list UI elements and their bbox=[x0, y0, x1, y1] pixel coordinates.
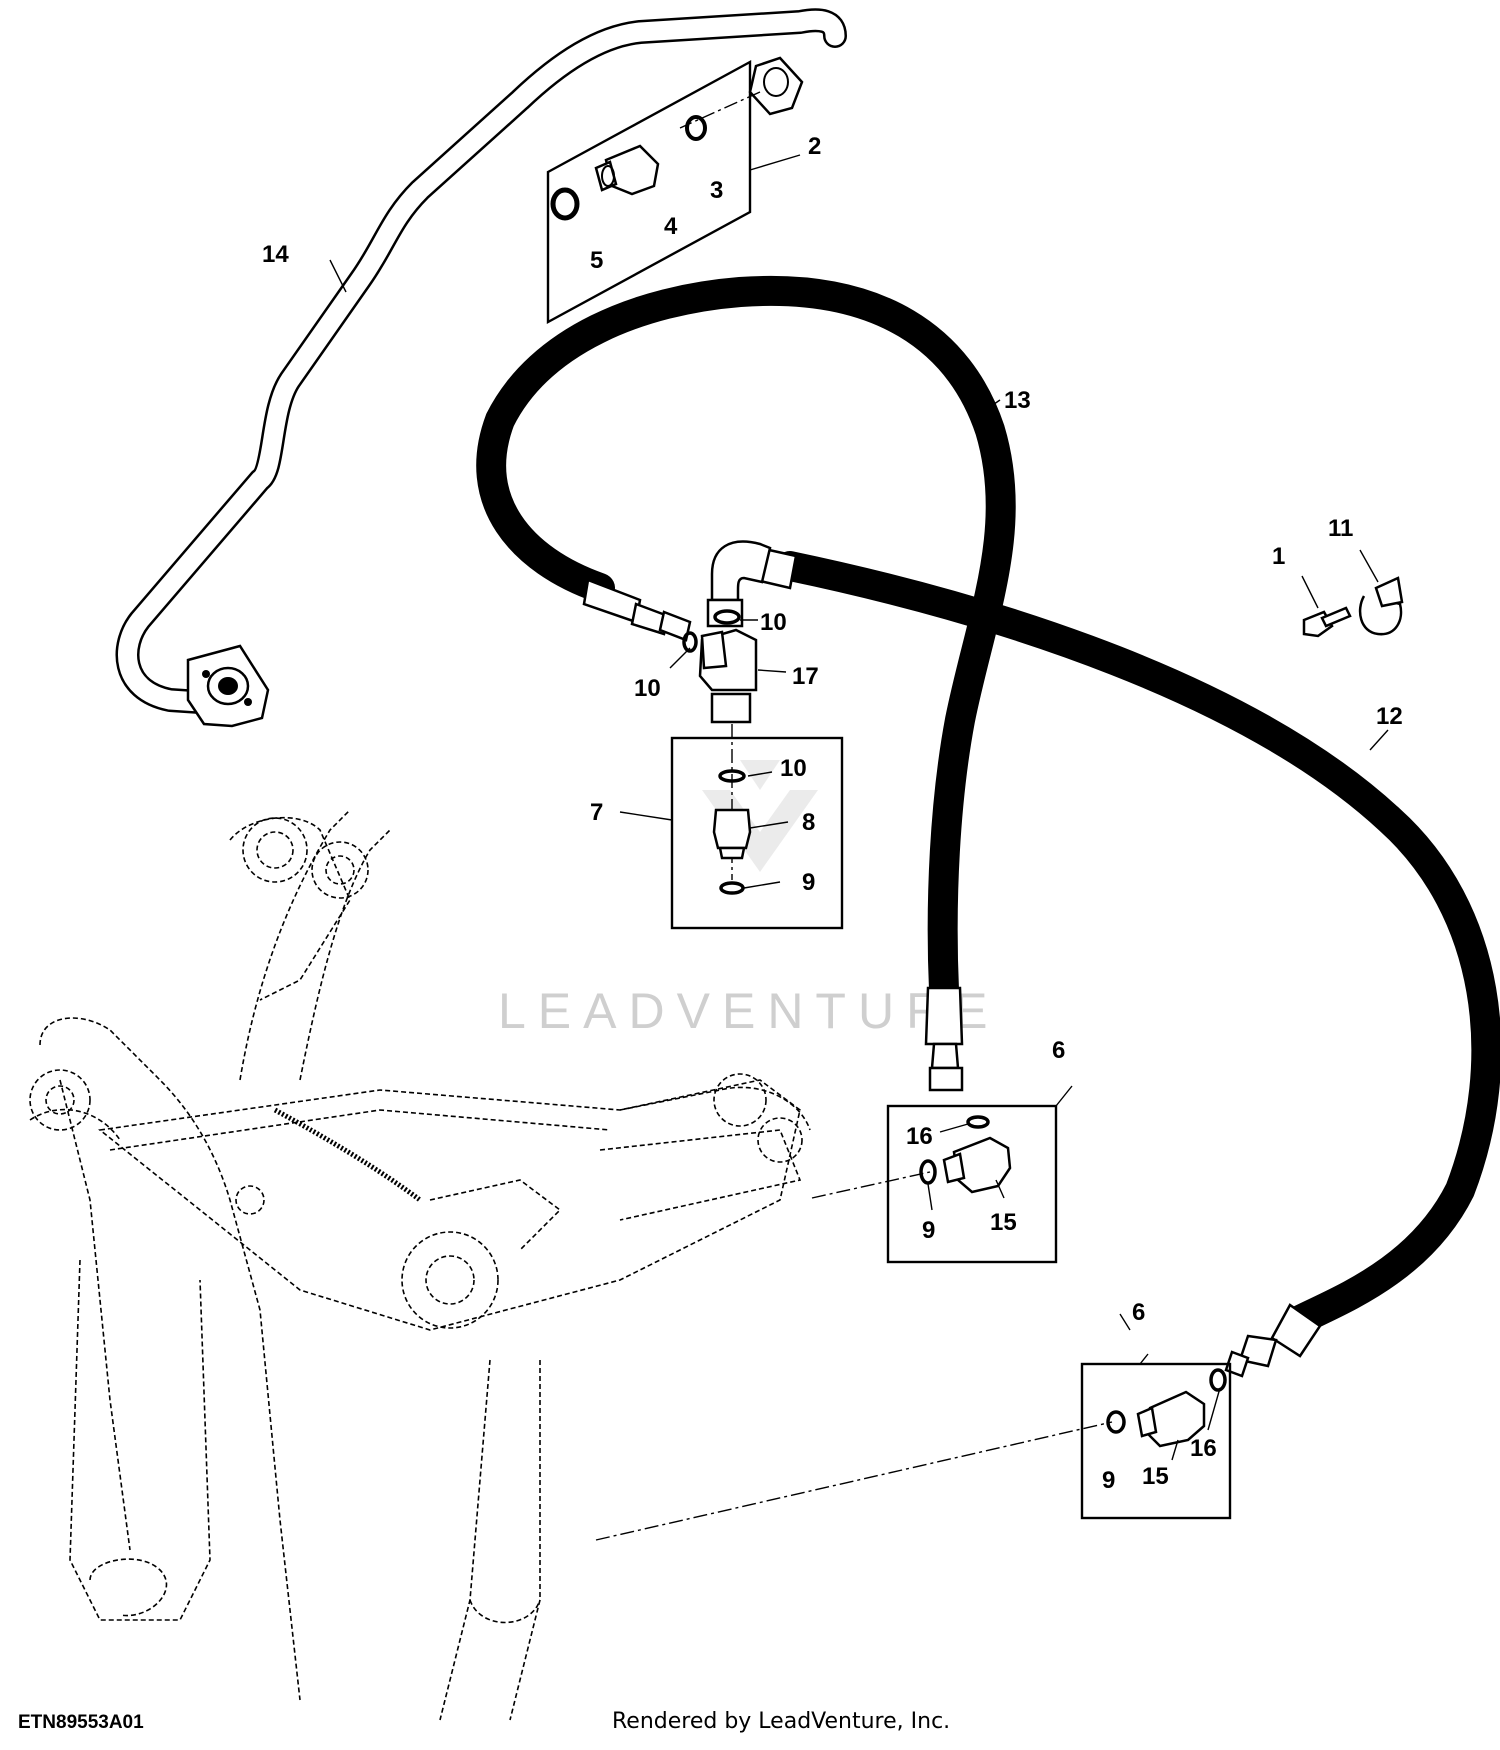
watermark-text: LEADVENTURE bbox=[498, 983, 1000, 1039]
o-ring-9-kit bbox=[719, 881, 745, 895]
clamp-11 bbox=[1358, 549, 1404, 636]
callout-14: 14 bbox=[262, 241, 289, 268]
o-ring-9-lower bbox=[1106, 1410, 1126, 1434]
callout-9-kit: 9 bbox=[802, 869, 815, 896]
callout-6-upper: 6 bbox=[1052, 1037, 1065, 1064]
callout-4: 4 bbox=[664, 213, 678, 240]
o-ring-10-left bbox=[682, 631, 698, 653]
callout-6-lower: 6 bbox=[1132, 1299, 1145, 1326]
callout-11: 11 bbox=[1328, 515, 1353, 542]
elbow-fitting bbox=[706, 540, 772, 628]
o-ring-10-kit bbox=[718, 769, 746, 783]
callout-15-upper: 15 bbox=[990, 1209, 1017, 1236]
callout-15-lower: 15 bbox=[1142, 1463, 1169, 1490]
kit-box-6-upper bbox=[811, 1085, 1073, 1264]
kit-box-7 bbox=[619, 724, 844, 930]
callout-8: 8 bbox=[802, 809, 815, 836]
callout-7: 7 bbox=[590, 799, 603, 826]
hose-13 bbox=[476, 275, 1016, 1092]
callout-10-upper: 10 bbox=[760, 609, 787, 636]
callout-16-lower: 16 bbox=[1190, 1435, 1217, 1462]
callout-16-upper: 16 bbox=[906, 1123, 933, 1150]
elbow-15-upper bbox=[952, 1136, 1012, 1194]
callout-10-kit: 10 bbox=[780, 755, 807, 782]
figure-code: ETN89553A01 bbox=[18, 1712, 144, 1733]
o-ring-16-lower bbox=[1209, 1368, 1227, 1392]
tee-fitting-17 bbox=[669, 619, 787, 724]
callout-12: 12 bbox=[1376, 703, 1403, 730]
kit-box-6-lower bbox=[595, 1353, 1232, 1541]
cap-screw-1 bbox=[1301, 575, 1352, 638]
callout-17: 17 bbox=[792, 663, 819, 690]
callout-1: 1 bbox=[1272, 543, 1285, 570]
o-ring-10-upper bbox=[713, 609, 741, 625]
o-ring-16-upper bbox=[966, 1115, 990, 1129]
o-ring-9-upper bbox=[919, 1159, 937, 1185]
tube-nut bbox=[748, 56, 804, 116]
render-credit: Rendered by LeadVenture, Inc. bbox=[612, 1709, 951, 1734]
axle-assembly-outline bbox=[29, 809, 811, 1721]
callout-9-lower: 9 bbox=[1102, 1467, 1115, 1494]
o-ring-3 bbox=[685, 115, 707, 141]
o-ring-5 bbox=[550, 187, 580, 221]
kit-box-2 bbox=[546, 59, 801, 325]
tube-assembly bbox=[115, 8, 847, 728]
callout-2: 2 bbox=[808, 133, 821, 160]
hose-12 bbox=[754, 546, 1500, 1378]
callout-5: 5 bbox=[590, 247, 603, 274]
callout-10-left: 10 bbox=[634, 675, 661, 702]
callout-3: 3 bbox=[710, 177, 723, 204]
adapter-8 bbox=[712, 808, 752, 850]
callout-13: 13 bbox=[1004, 387, 1031, 414]
callout-9-upper: 9 bbox=[922, 1217, 935, 1244]
